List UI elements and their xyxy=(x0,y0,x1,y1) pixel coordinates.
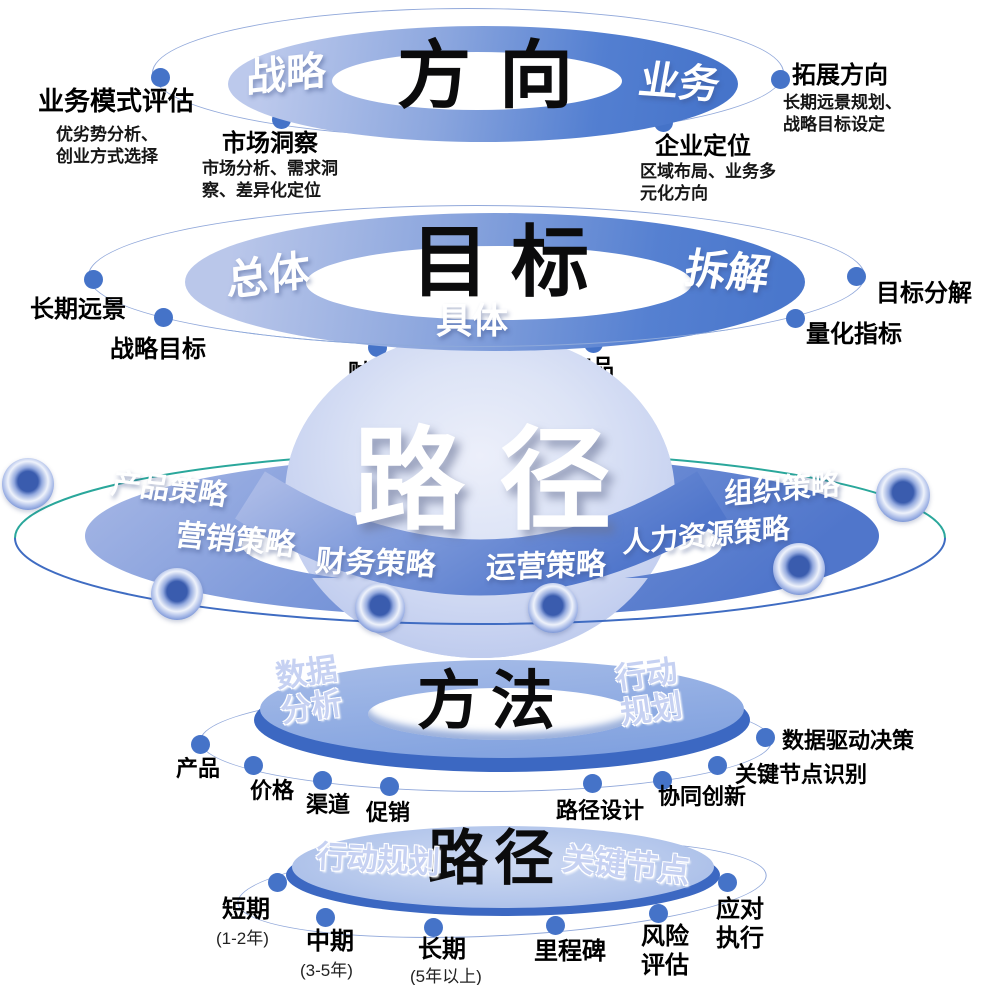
strategy-label: 产品策略 xyxy=(108,468,231,512)
timeline-label: 短期 xyxy=(222,896,270,923)
node-dot xyxy=(151,68,170,87)
node-dot xyxy=(786,309,805,328)
timeline-label: 中期 xyxy=(306,928,354,955)
strategy-label: 营销策略 xyxy=(172,518,299,563)
bead-icon xyxy=(773,543,825,595)
goal-band-right-label: 拆解 xyxy=(681,244,774,299)
method-band-right-label: 行动 规划 xyxy=(613,653,685,731)
path-ring-disc xyxy=(292,826,714,908)
node-dot xyxy=(313,771,332,790)
annotation-title: 战略目标 xyxy=(110,336,206,363)
timeline-label: 里程碑 xyxy=(534,938,606,965)
annotation-desc: 长期远景规划、 战略目标设定 xyxy=(783,93,902,135)
method-item-label: 关键节点识别 xyxy=(735,762,868,787)
method-ring-hole xyxy=(368,688,636,740)
node-dot xyxy=(268,873,287,892)
node-dot xyxy=(546,916,565,935)
annotation-desc: 市场分析、需求洞 察、差异化定位 xyxy=(202,159,338,201)
path-band-left-label: 行动规划 xyxy=(315,838,441,881)
strategy-label: 组织策略 xyxy=(724,468,840,512)
method-item-label: 产品 xyxy=(176,756,221,781)
timeline-label: 应对 执行 xyxy=(716,896,764,952)
method-item-label: 数据驱动决策 xyxy=(782,728,915,753)
sphere-top-label: 财务 xyxy=(348,360,393,385)
annotation-title: 目标分解 xyxy=(876,280,972,307)
annotation-title: 企业定位 xyxy=(655,133,751,160)
sphere-top-label: 市场 xyxy=(466,358,511,383)
goal-band-left-label: 总体 xyxy=(225,246,311,305)
node-dot xyxy=(653,771,672,790)
node-dot xyxy=(316,908,335,927)
method-band-left-label: 数据 分析 xyxy=(273,651,345,729)
direction-ring-hole xyxy=(332,52,622,110)
node-dot xyxy=(649,904,668,923)
node-dot xyxy=(771,70,790,89)
bead-icon xyxy=(355,583,405,633)
annotation-title: 量化指标 xyxy=(806,321,902,348)
timeline-sublabel: (3-5年) xyxy=(300,961,353,980)
goal-title: 目标 xyxy=(410,218,611,306)
direction-band-right-label: 业务 xyxy=(635,58,724,108)
node-dot xyxy=(84,270,103,289)
method-item-label: 价格 xyxy=(250,778,295,803)
node-dot xyxy=(191,735,210,754)
strategy-label: 财务策略 xyxy=(313,544,438,583)
bead-icon xyxy=(151,568,203,620)
bead-icon xyxy=(876,468,930,522)
node-dot xyxy=(154,308,173,327)
strategy-label: 运营策略 xyxy=(485,547,607,586)
timeline-sublabel: (1-2年) xyxy=(216,929,269,948)
node-dot xyxy=(424,918,443,937)
annotation-title: 长期远景 xyxy=(30,296,126,323)
goal-ring-hole xyxy=(306,246,692,320)
annotation-title: 业务模式评估 xyxy=(38,86,195,116)
node-dot xyxy=(583,774,602,793)
direction-title: 方向 xyxy=(397,34,601,117)
method-item-label: 协同创新 xyxy=(658,784,747,809)
node-dot xyxy=(380,777,399,796)
node-dot xyxy=(718,873,737,892)
direction-band-left-label: 战略 xyxy=(246,48,326,102)
annotation-desc: 区域布局、业务多 元化方向 xyxy=(640,162,776,204)
node-dot xyxy=(847,267,866,286)
timeline-sublabel: (5年以上) xyxy=(410,967,482,985)
node-dot xyxy=(244,756,263,775)
method-title: 方法 xyxy=(417,665,565,737)
sphere-top-label: 产品 xyxy=(570,355,615,380)
path-bottom-title: 路径 xyxy=(428,825,560,892)
node-dot xyxy=(708,756,727,775)
method-item-label: 路径设计 xyxy=(556,798,645,823)
annotation-title: 拓展方向 xyxy=(792,62,888,89)
goal-band-bottom-label: 具体 xyxy=(436,300,509,341)
annotation-title: 市场洞察 xyxy=(222,130,318,157)
method-item-label: 促销 xyxy=(366,800,411,825)
bead-icon xyxy=(2,458,54,510)
timeline-label: 风险 评估 xyxy=(641,923,689,979)
method-item-label: 渠道 xyxy=(306,792,351,817)
bead-icon xyxy=(528,583,578,633)
node-dot xyxy=(756,728,775,747)
timeline-label: 长期 xyxy=(418,936,466,963)
annotation-desc: 优劣势分析、 创业方式选择 xyxy=(56,125,158,167)
